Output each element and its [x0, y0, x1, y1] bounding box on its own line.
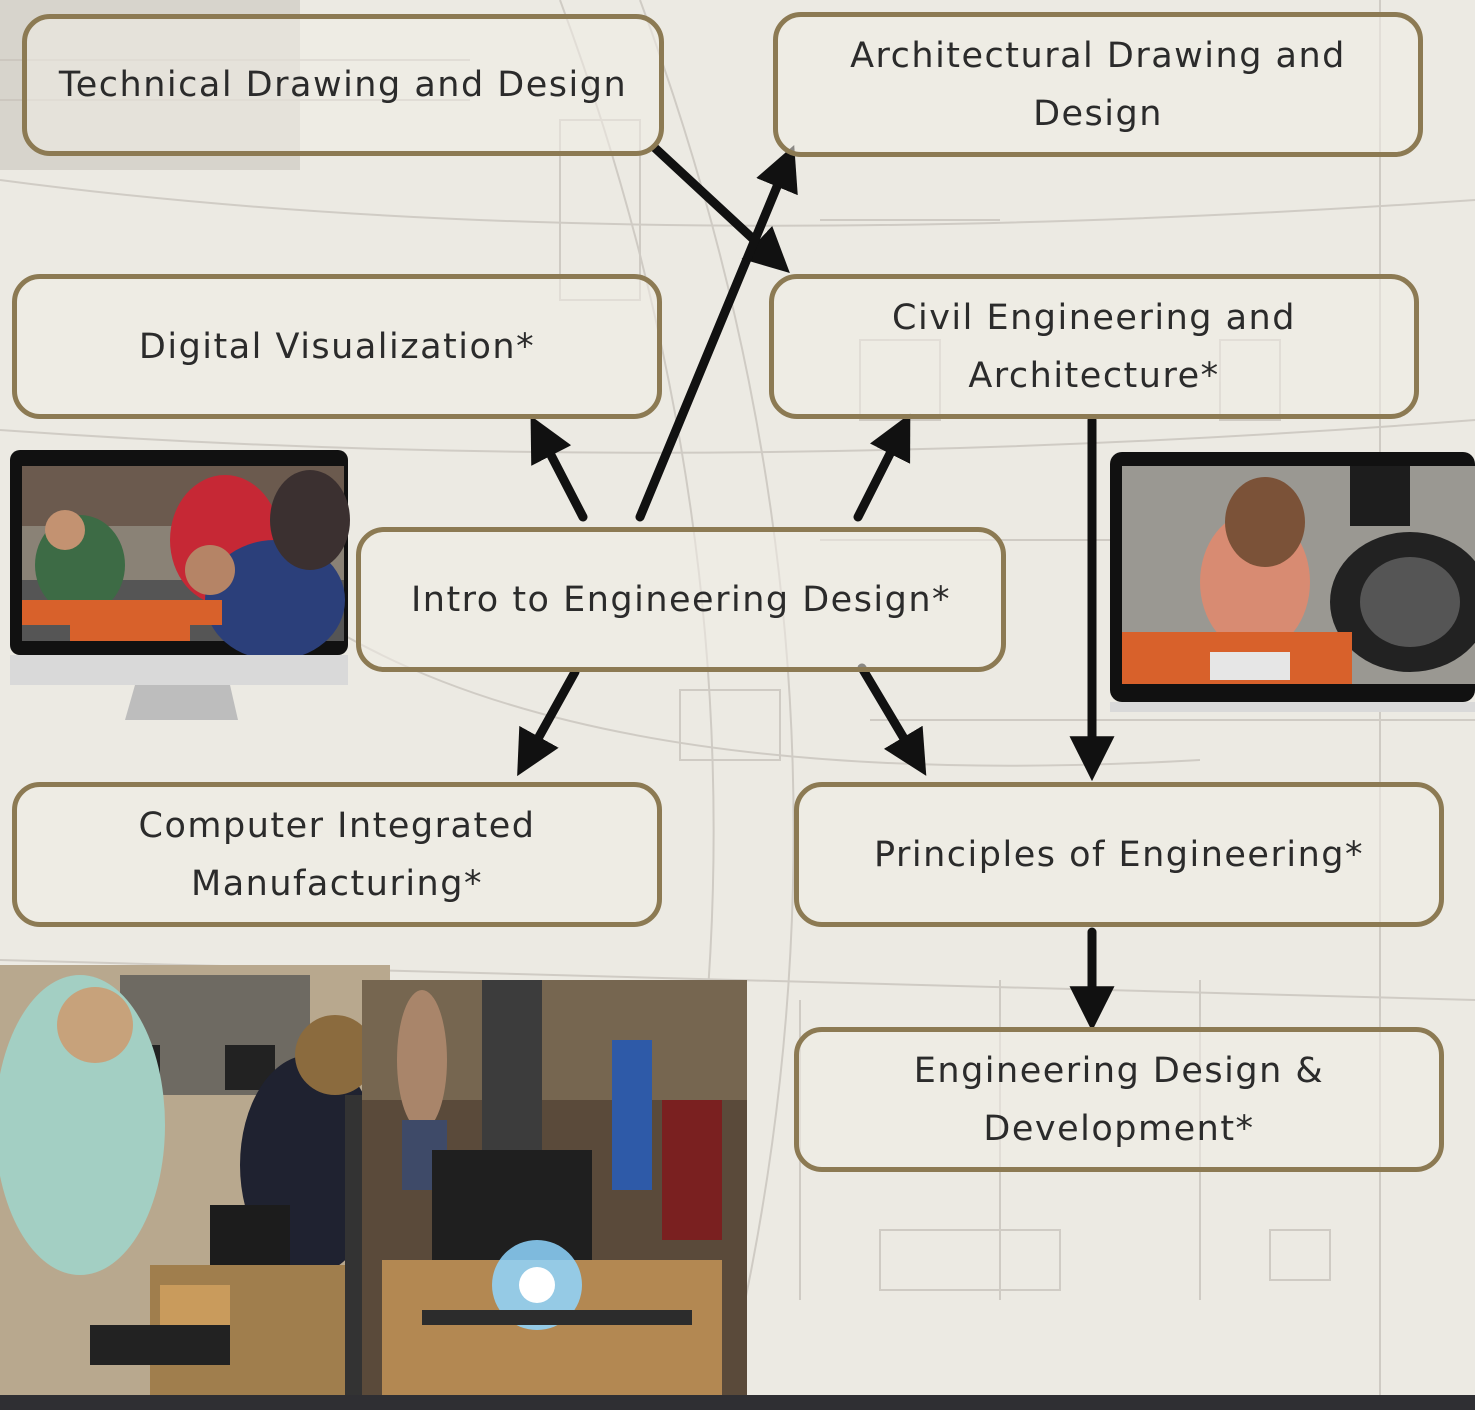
laptop-illustration — [1110, 452, 1475, 712]
node-technical-drawing: Technical Drawing and Design — [22, 14, 664, 156]
welding-illustration — [362, 980, 747, 1410]
arrow-intro-to-digital — [530, 415, 588, 522]
node-edd-line1: Engineering Design & — [913, 1050, 1325, 1091]
node-civil-engineering-text: Civil Engineering and Architecture* — [892, 289, 1296, 405]
node-computer-integrated-text: Computer Integrated Manufacturing* — [139, 797, 536, 913]
welding-photo — [362, 980, 747, 1410]
arrow-intro-to-civil — [853, 413, 911, 522]
lab-computer-illustration — [0, 965, 390, 1395]
node-digital-visualization-label: Digital Visualization* — [138, 326, 536, 367]
node-edd-line2: Development* — [983, 1108, 1255, 1149]
bottom-bar — [0, 1395, 1475, 1410]
node-architectural-drawing: Architectural Drawing and Design — [773, 12, 1423, 157]
monitor-illustration — [10, 450, 350, 720]
node-civil-engineering: Civil Engineering and Architecture* — [769, 274, 1419, 419]
node-principles-engineering: Principles of Engineering* — [794, 782, 1444, 927]
node-intro-engineering-label: Intro to Engineering Design* — [410, 579, 952, 620]
node-computer-integrated-line1: Computer Integrated — [138, 805, 536, 846]
node-engineering-design-development: Engineering Design & Development* — [794, 1027, 1444, 1172]
node-technical-drawing-label: Technical Drawing and Design — [58, 65, 628, 105]
arrow-technical-to-civil — [650, 143, 790, 274]
node-principles-engineering-label: Principles of Engineering* — [874, 834, 1364, 875]
node-engineering-design-development-text: Engineering Design & Development* — [914, 1042, 1324, 1158]
node-architectural-drawing-line2: Design — [1033, 93, 1163, 134]
lab-computer-photo — [0, 965, 390, 1395]
node-civil-engineering-line2: Architecture* — [968, 355, 1220, 396]
node-intro-engineering: Intro to Engineering Design* — [356, 527, 1006, 672]
laptop-photo — [1110, 452, 1475, 712]
node-architectural-drawing-line1: Architectural Drawing and — [850, 35, 1346, 76]
node-civil-engineering-line1: Civil Engineering and — [892, 297, 1296, 338]
arrow-intro-to-architectural — [635, 145, 798, 522]
node-computer-integrated-line2: Manufacturing* — [191, 863, 483, 904]
arrow-intro-to-principles — [857, 663, 927, 776]
arrow-intro-to-cim — [517, 667, 580, 777]
monitor-photo — [10, 450, 350, 730]
node-computer-integrated: Computer Integrated Manufacturing* — [12, 782, 662, 927]
node-digital-visualization: Digital Visualization* — [12, 274, 662, 419]
node-architectural-drawing-text: Architectural Drawing and Design — [850, 27, 1346, 143]
